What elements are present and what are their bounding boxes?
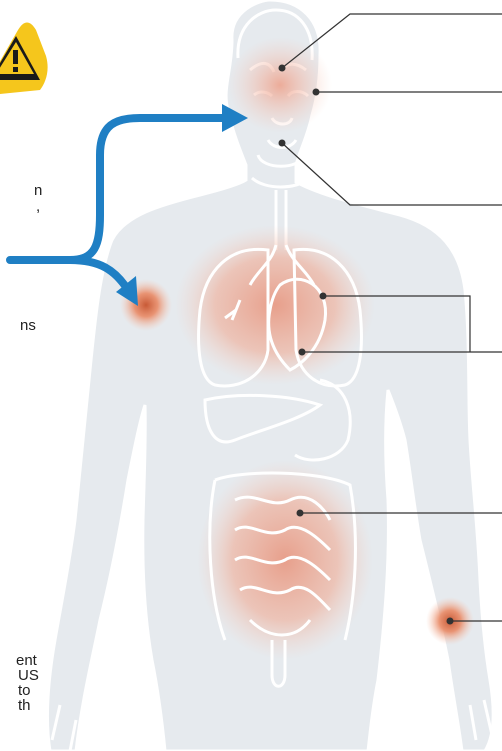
left-text-line-7: th (18, 698, 31, 713)
left-text-line-6: to (18, 683, 31, 698)
left-text-line-3: ns (20, 318, 36, 333)
left-text-line-2: , (36, 199, 40, 214)
left-text-line-5: US (18, 668, 39, 683)
left-text-line-4: ent (16, 653, 37, 668)
left-text-line-1: n (34, 183, 42, 198)
warning-triangle-icon (0, 23, 48, 97)
